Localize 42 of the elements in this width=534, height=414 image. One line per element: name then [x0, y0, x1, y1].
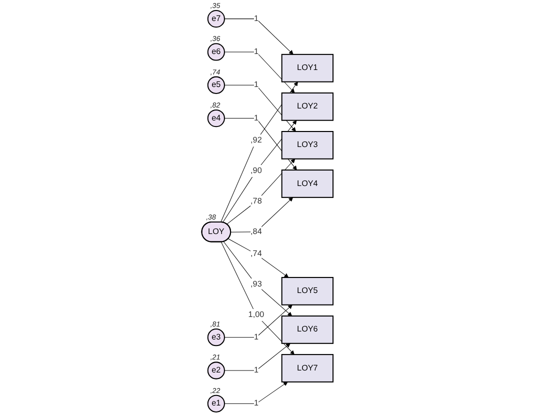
- arrow: [224, 118, 296, 170]
- edge-label: 1: [254, 332, 258, 342]
- arrow: [222, 120, 296, 223]
- edge-label: 1: [254, 366, 258, 375]
- edge-label: 1: [254, 114, 258, 122]
- arrow: [224, 382, 288, 404]
- node-circle: e7: [206, 10, 225, 28]
- node-box: LOY7: [280, 354, 334, 382]
- arrow: [228, 238, 288, 278]
- arrow: [226, 158, 295, 224]
- edge-label: 1: [254, 80, 258, 90]
- edge-label: 1: [254, 14, 258, 23]
- edge-label: ,92: [250, 136, 262, 145]
- edge-label: 1: [254, 47, 258, 56]
- node-box: LOY2: [280, 92, 334, 121]
- node-box: LOY5: [280, 276, 334, 306]
- arrow: [224, 18, 293, 55]
- edge-label: ,90: [250, 166, 262, 176]
- node-circle: e5: [206, 76, 225, 94]
- node-box: LOY4: [280, 170, 334, 198]
- edge-label: ,84: [250, 227, 262, 236]
- edge-label: ,78: [250, 196, 262, 206]
- arrow: [230, 197, 293, 232]
- arrow: [224, 343, 290, 371]
- node-circle: e6: [206, 43, 225, 61]
- node-circle: e2: [206, 362, 225, 380]
- edge-label: 1,00: [248, 310, 264, 320]
- node-circle: e4: [206, 109, 225, 128]
- arrow: [220, 242, 294, 355]
- node-circle: e1: [206, 394, 225, 412]
- edge-label: ,93: [250, 280, 262, 289]
- arrow: [222, 241, 292, 316]
- arrow: [224, 304, 292, 338]
- node-circle: e3: [206, 328, 225, 346]
- arrow: [224, 84, 296, 132]
- edge-label: 1: [254, 399, 258, 408]
- edge-label: ,74: [250, 250, 262, 258]
- arrow: [224, 52, 294, 94]
- node-box: LOY3: [280, 131, 334, 160]
- arrow: [220, 82, 298, 222]
- node-box: LOY1: [280, 54, 334, 82]
- node-box: LOY6: [280, 316, 334, 344]
